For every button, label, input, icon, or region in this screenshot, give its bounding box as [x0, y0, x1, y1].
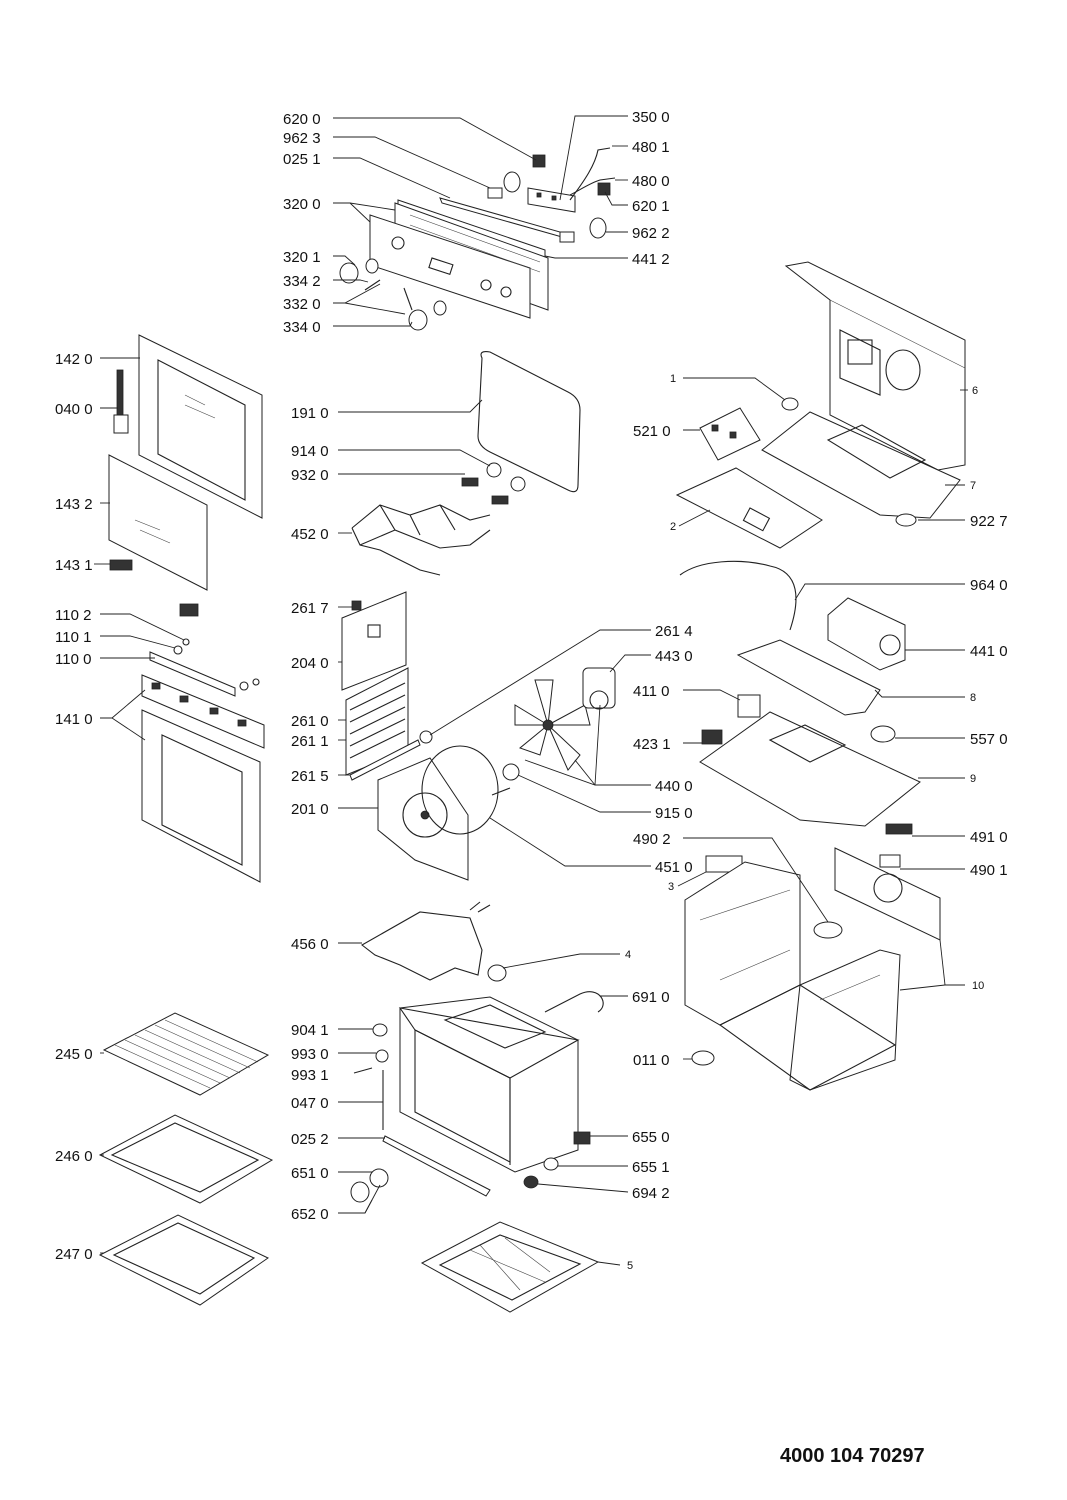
label-490-2: 490 2 [633, 831, 671, 848]
label-4: 4 [625, 949, 631, 961]
label-9: 9 [970, 773, 976, 785]
label-261-0: 261 0 [291, 713, 329, 730]
label-691-0: 691 0 [632, 989, 670, 1006]
label-932-0: 932 0 [291, 467, 329, 484]
label-320-1: 320 1 [283, 249, 321, 266]
label-261-5: 261 5 [291, 768, 329, 785]
label-246-0: 246 0 [55, 1148, 93, 1165]
label-451-0: 451 0 [655, 859, 693, 876]
label-652-0: 652 0 [291, 1206, 329, 1223]
label-334-0: 334 0 [283, 319, 321, 336]
label-142-0: 142 0 [55, 351, 93, 368]
racks-and-trays [98, 1012, 274, 1306]
label-245-0: 245 0 [55, 1046, 93, 1063]
label-110-0: 110 0 [55, 651, 91, 668]
label-914-0: 914 0 [291, 443, 329, 460]
label-655-0: 655 0 [632, 1129, 670, 1146]
label-332-0: 332 0 [283, 296, 321, 313]
label-10: 10 [972, 980, 984, 992]
label-441-0: 441 0 [970, 643, 1008, 660]
document-number: 4000 104 70297 [780, 1445, 925, 1467]
label-3: 3 [668, 881, 674, 893]
label-143-2: 143 2 [55, 496, 93, 513]
top-assembly [675, 261, 966, 873]
label-904-1: 904 1 [291, 1022, 329, 1039]
label-320-0: 320 0 [283, 196, 321, 213]
label-201-0: 201 0 [291, 801, 329, 818]
label-2: 2 [670, 521, 676, 533]
label-5: 5 [627, 1260, 633, 1272]
part-labels: 620 0 962 3 025 1 320 0 320 1 334 2 332 … [55, 109, 1008, 1272]
label-247-0: 247 0 [55, 1246, 93, 1263]
label-025-2: 025 2 [291, 1131, 329, 1148]
label-141-0: 141 0 [55, 711, 93, 728]
oven-door-assembly [108, 334, 265, 883]
label-7: 7 [970, 480, 976, 492]
label-143-1: 143 1 [55, 557, 93, 574]
label-962-3: 962 3 [283, 130, 321, 147]
label-334-2: 334 2 [283, 273, 321, 290]
label-423-1: 423 1 [633, 736, 671, 753]
oven-cavity-assembly [350, 964, 604, 1313]
label-191-0: 191 0 [291, 405, 329, 422]
label-8: 8 [970, 692, 976, 704]
label-452-0: 452 0 [291, 526, 329, 543]
label-521-0: 521 0 [633, 423, 671, 440]
label-480-0: 480 0 [632, 173, 670, 190]
label-993-1: 993 1 [291, 1067, 329, 1084]
label-011-0: 011 0 [633, 1052, 669, 1069]
label-993-0: 993 0 [291, 1046, 329, 1063]
label-490-1: 490 1 [970, 862, 1008, 879]
label-443-0: 443 0 [655, 648, 693, 665]
control-panel-assembly [339, 147, 616, 331]
label-655-1: 655 1 [632, 1159, 670, 1176]
label-922-7: 922 7 [970, 513, 1008, 530]
label-480-1: 480 1 [632, 139, 670, 156]
label-620-0: 620 0 [283, 111, 321, 128]
label-261-4: 261 4 [655, 623, 693, 640]
label-047-0: 047 0 [291, 1095, 329, 1112]
label-620-1: 620 1 [632, 198, 670, 215]
label-456-0: 456 0 [291, 936, 329, 953]
label-350-0: 350 0 [632, 109, 670, 126]
label-204-0: 204 0 [291, 655, 329, 672]
label-110-1: 110 1 [55, 629, 91, 646]
label-915-0: 915 0 [655, 805, 693, 822]
label-411-0: 411 0 [633, 683, 669, 700]
outer-case-assembly [684, 847, 941, 1091]
label-261-7: 261 7 [291, 600, 329, 617]
leader-lines [94, 115, 968, 1266]
cavity-components [341, 351, 616, 981]
label-6: 6 [972, 385, 978, 397]
label-962-2: 962 2 [632, 225, 670, 242]
label-1: 1 [670, 373, 676, 385]
label-440-0: 440 0 [655, 778, 693, 795]
label-441-2: 441 2 [632, 251, 670, 268]
label-491-0: 491 0 [970, 829, 1008, 846]
label-694-2: 694 2 [632, 1185, 670, 1202]
label-261-1: 261 1 [291, 733, 329, 750]
label-110-2: 110 2 [55, 607, 91, 624]
label-557-0: 557 0 [970, 731, 1008, 748]
label-964-0: 964 0 [970, 577, 1008, 594]
label-651-0: 651 0 [291, 1165, 329, 1182]
label-040-0: 040 0 [55, 401, 93, 418]
label-025-1: 025 1 [283, 151, 321, 168]
